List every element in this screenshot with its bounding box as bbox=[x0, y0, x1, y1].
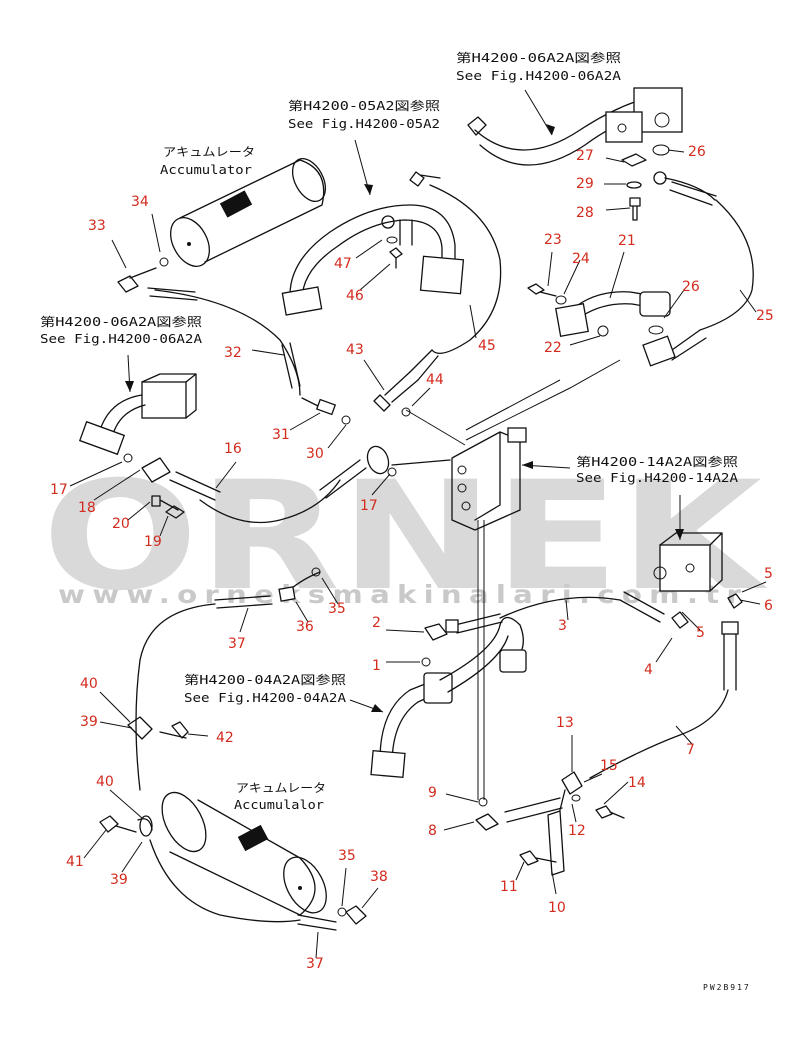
callout-5-mid: 5 bbox=[696, 625, 705, 641]
ref-06a2a-left-en: See Fig.H4200-06A2A bbox=[40, 332, 203, 346]
callout-26-top: 26 bbox=[688, 144, 706, 160]
watermark-brand: ORNEK bbox=[42, 450, 768, 624]
callout-19: 19 bbox=[144, 534, 162, 550]
callout-25: 25 bbox=[756, 308, 774, 324]
accumulator-top-en: Accumulator bbox=[160, 163, 252, 177]
callout-13: 13 bbox=[556, 715, 574, 731]
callout-11: 11 bbox=[500, 879, 518, 895]
callout-43: 43 bbox=[346, 342, 364, 358]
callout-40-bottom: 40 bbox=[96, 774, 114, 790]
part-callouts: 33 34 32 31 30 16 17 18 20 19 17 47 46 4… bbox=[50, 144, 774, 972]
callout-10: 10 bbox=[548, 900, 566, 916]
ref-06a2a-top-en: See Fig.H4200-06A2A bbox=[456, 69, 622, 83]
callout-46: 46 bbox=[346, 288, 364, 304]
callout-32: 32 bbox=[224, 345, 242, 361]
callout-44: 44 bbox=[426, 372, 444, 388]
callout-17-center: 17 bbox=[360, 498, 378, 514]
figure-references: 第H4200-06A2A図参照 See Fig.H4200-06A2A 第H42… bbox=[40, 50, 739, 705]
callout-5-right: 5 bbox=[764, 566, 773, 582]
ref-14a2a-jp: 第H4200-14A2A図参照 bbox=[576, 454, 738, 469]
callout-39-top: 39 bbox=[80, 714, 98, 730]
callout-36: 36 bbox=[296, 619, 314, 635]
callout-34: 34 bbox=[131, 194, 149, 210]
callout-47: 47 bbox=[334, 256, 352, 272]
callout-40-top: 40 bbox=[80, 676, 98, 692]
drawing-code: PW2B917 bbox=[703, 983, 751, 992]
watermark-url: www.orneksmakinalari.com.tr bbox=[58, 580, 748, 609]
callout-28: 28 bbox=[576, 205, 594, 221]
ref-05a2-jp: 第H4200-05A2図参照 bbox=[288, 98, 440, 113]
ref-04a2a-en: See Fig.H4200-04A2A bbox=[184, 691, 347, 705]
accumulator-bottom-en: Accumulalor bbox=[234, 798, 324, 812]
accumulator-top-jp: アキュムレータ bbox=[163, 145, 255, 159]
callout-3: 3 bbox=[558, 618, 567, 634]
callout-1: 1 bbox=[372, 658, 381, 674]
callout-31: 31 bbox=[272, 427, 290, 443]
leader-lines bbox=[69, 89, 767, 959]
callout-33: 33 bbox=[88, 218, 106, 234]
callout-41: 41 bbox=[66, 854, 84, 870]
callout-12: 12 bbox=[568, 823, 586, 839]
ref-06a2a-top-jp: 第H4200-06A2A図参照 bbox=[456, 50, 621, 65]
callout-17-left: 17 bbox=[50, 482, 68, 498]
callout-2: 2 bbox=[372, 615, 381, 631]
callout-37-mid: 37 bbox=[228, 636, 246, 652]
callout-18: 18 bbox=[78, 500, 96, 516]
callout-15: 15 bbox=[600, 758, 618, 774]
callout-8: 8 bbox=[428, 823, 437, 839]
ref-04a2a-jp: 第H4200-04A2A図参照 bbox=[184, 672, 346, 687]
callout-39-bottom: 39 bbox=[110, 872, 128, 888]
callout-38: 38 bbox=[370, 869, 388, 885]
callout-6: 6 bbox=[764, 598, 773, 614]
callout-29: 29 bbox=[576, 176, 594, 192]
callout-35-bottom: 35 bbox=[338, 848, 356, 864]
ref-05a2-en: See Fig.H4200-05A2 bbox=[288, 117, 440, 131]
callout-42: 42 bbox=[216, 730, 234, 746]
ref-06a2a-left-jp: 第H4200-06A2A図参照 bbox=[40, 314, 202, 329]
callout-16: 16 bbox=[224, 441, 242, 457]
callout-37-bottom: 37 bbox=[306, 956, 324, 972]
callout-22: 22 bbox=[544, 340, 562, 356]
callout-4: 4 bbox=[644, 662, 653, 678]
callout-26-mid: 26 bbox=[682, 279, 700, 295]
callout-30: 30 bbox=[306, 446, 324, 462]
callout-20: 20 bbox=[112, 516, 130, 532]
ref-14a2a-en: See Fig.H4200-14A2A bbox=[576, 471, 739, 485]
callout-45: 45 bbox=[478, 338, 496, 354]
callout-21: 21 bbox=[618, 233, 636, 249]
callout-7: 7 bbox=[686, 742, 695, 758]
callout-35-mid: 35 bbox=[328, 601, 346, 617]
callout-24: 24 bbox=[572, 251, 590, 267]
callout-23: 23 bbox=[544, 232, 562, 248]
line-drawing bbox=[78, 87, 754, 931]
accumulator-bottom-drawing bbox=[161, 791, 327, 916]
accumulator-labels: アキュムレータ Accumulator アキュムレータ Accumulalor bbox=[160, 145, 326, 812]
callout-14: 14 bbox=[628, 775, 646, 791]
callout-9: 9 bbox=[428, 785, 437, 801]
accumulator-top-drawing bbox=[170, 158, 327, 267]
callout-27: 27 bbox=[576, 148, 594, 164]
accumulator-bottom-jp: アキュムレータ bbox=[236, 781, 326, 795]
